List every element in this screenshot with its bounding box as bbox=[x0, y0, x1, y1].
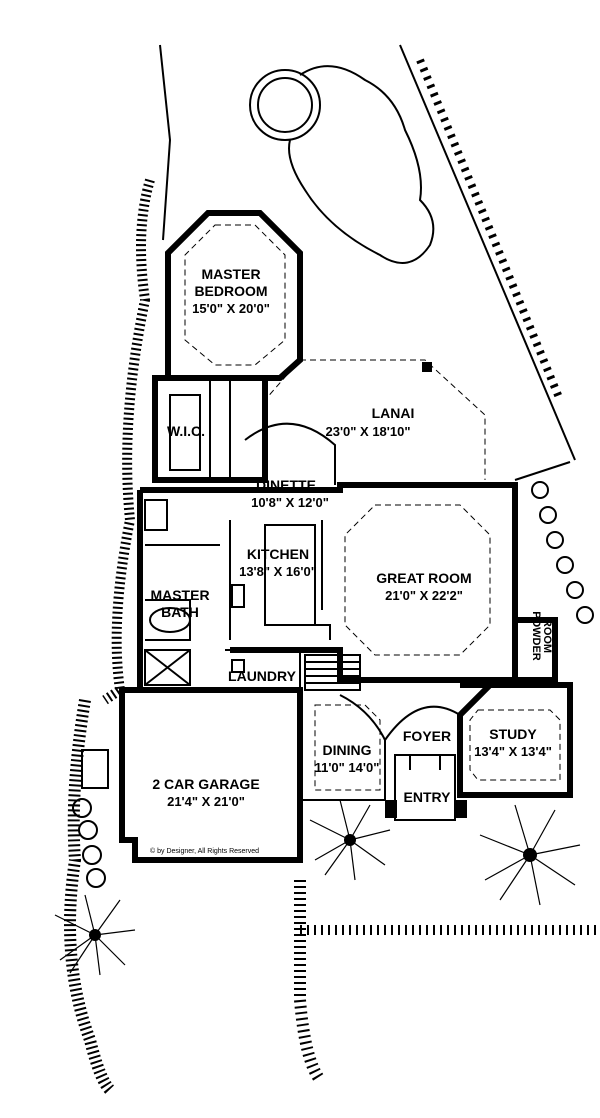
pool bbox=[249, 65, 435, 264]
hedge-left bbox=[102, 178, 155, 705]
dining-name: DINING bbox=[323, 742, 372, 758]
lanai-dims: 23'0" X 18'10" bbox=[325, 424, 410, 439]
foyer-arch bbox=[384, 705, 461, 741]
powder-room-name-2: ROOM bbox=[541, 619, 553, 653]
powder-room-walls bbox=[515, 617, 558, 683]
shower bbox=[144, 649, 191, 686]
master-bedroom-dims: 15'0" X 20'0" bbox=[192, 301, 270, 316]
master-bedroom-name-1: MASTER bbox=[201, 266, 260, 282]
entry-name: ENTRY bbox=[404, 789, 452, 805]
great-room-name: GREAT ROOM bbox=[376, 570, 471, 586]
bathtub bbox=[149, 607, 191, 633]
palm-trees bbox=[54, 799, 581, 976]
lot-line-left bbox=[159, 44, 172, 241]
kitchen-dims: 13'8" X 16'0" bbox=[239, 564, 317, 579]
dining-dims: 11'0" 14'0" bbox=[315, 760, 380, 775]
lanai-name: LANAI bbox=[372, 405, 415, 421]
wic-walls bbox=[152, 375, 268, 483]
toilet bbox=[144, 499, 168, 531]
study-walls bbox=[457, 682, 573, 798]
garage-name: 2 CAR GARAGE bbox=[152, 776, 259, 792]
master-bedroom-walls bbox=[165, 210, 303, 381]
powder-room-name-1: POWDER bbox=[530, 611, 542, 661]
building-walls bbox=[119, 210, 573, 863]
stepping-stones bbox=[531, 481, 594, 624]
stove bbox=[231, 584, 245, 608]
study-name: STUDY bbox=[489, 726, 537, 742]
laundry-name: LAUNDRY bbox=[228, 668, 297, 684]
stair bbox=[304, 654, 361, 691]
master-bath-name-2: BATH bbox=[161, 604, 199, 620]
foyer-name: FOYER bbox=[403, 728, 451, 744]
kitchen-name: KITCHEN bbox=[247, 546, 309, 562]
master-bedroom-name-2: BEDROOM bbox=[194, 283, 267, 299]
wic-name: W.I.C. bbox=[167, 423, 205, 439]
room-labels: MASTER BEDROOM 15'0" X 20'0" LANAI 23'0"… bbox=[150, 266, 553, 855]
walk-line bbox=[514, 461, 571, 481]
garage-dims: 21'4" X 21'0" bbox=[167, 794, 245, 809]
copyright-note: © by Designer, All Rights Reserved bbox=[150, 847, 259, 855]
front-hedge-vertical bbox=[294, 880, 325, 1084]
study-dims: 13'4" X 13'4" bbox=[474, 744, 552, 759]
lot-line-right bbox=[399, 44, 576, 461]
entry-walls bbox=[394, 754, 456, 821]
dinette-bay bbox=[244, 422, 336, 485]
garage-walls bbox=[119, 687, 303, 863]
dinette-dims: 10'8" X 12'0" bbox=[251, 495, 329, 510]
master-bath-name-1: MASTER bbox=[150, 587, 209, 603]
dinette-name: DINETTE bbox=[256, 477, 316, 493]
dining-walls bbox=[299, 690, 386, 801]
landscaping bbox=[54, 44, 600, 1095]
great-room-dims: 21'0" X 22'2" bbox=[385, 588, 463, 603]
hedge-right bbox=[416, 58, 564, 402]
garage-stones bbox=[72, 749, 109, 888]
lanai-outline bbox=[264, 359, 486, 480]
hedge-lower-left bbox=[64, 699, 115, 1095]
